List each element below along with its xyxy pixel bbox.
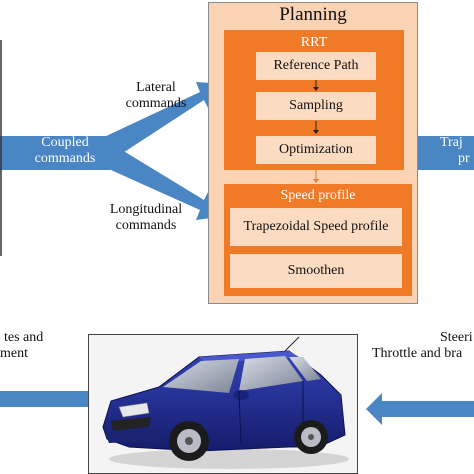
trapezoidal-box: Trapezoidal Speed profile — [230, 208, 402, 246]
states-line-1: tes and — [4, 330, 44, 345]
car-illustration — [102, 336, 349, 469]
coupled-arrow-shaft — [0, 136, 110, 170]
lateral-arrow — [102, 82, 226, 160]
trajectory-label: Traj pr — [440, 135, 474, 167]
vehicle-image-frame — [88, 334, 358, 474]
states-label: tes and ment — [0, 330, 50, 362]
steering-arrow-head — [366, 393, 382, 425]
states-arrow — [0, 391, 88, 407]
planning-title: Planning — [279, 4, 347, 25]
coupled-line-2: commands — [34, 151, 96, 167]
longitudinal-arrow — [102, 144, 226, 220]
longitudinal-line-2: commands — [115, 218, 177, 234]
step-arrow-3 — [313, 170, 319, 183]
optimization-box: Optimization — [256, 136, 376, 164]
states-line-2: ment — [0, 346, 28, 362]
trajectory-arrow — [418, 136, 474, 170]
coupled-commands-label: Coupled commands — [20, 135, 110, 167]
lateral-commands-label: Lateral commands — [106, 80, 206, 112]
longitudinal-commands-label: Longitudinal commands — [88, 202, 204, 234]
step-arrow-2 — [313, 121, 319, 134]
sampling-box: Sampling — [256, 92, 376, 120]
step-arrow-1 — [313, 80, 319, 91]
reference-path-box: Reference Path — [256, 52, 376, 80]
trajectory-line-2: pr — [458, 151, 470, 167]
smoothen-box: Smoothen — [230, 254, 402, 288]
steering-line-2: Throttle and bra — [372, 346, 463, 362]
speed-profile-title: Speed profile — [280, 188, 356, 203]
steering-line-1: Steeri — [440, 330, 473, 345]
steering-arrow-shaft — [382, 401, 474, 417]
longitudinal-line-1: Longitudinal — [109, 202, 183, 217]
lateral-line-2: commands — [125, 96, 187, 112]
steering-label: Steeri Throttle and bra — [372, 330, 474, 362]
lateral-line-1: Lateral — [136, 80, 176, 95]
coupled-line-1: Coupled — [41, 135, 89, 150]
trajectory-line-1: Traj — [440, 135, 463, 150]
rrt-title: RRT — [300, 35, 328, 50]
